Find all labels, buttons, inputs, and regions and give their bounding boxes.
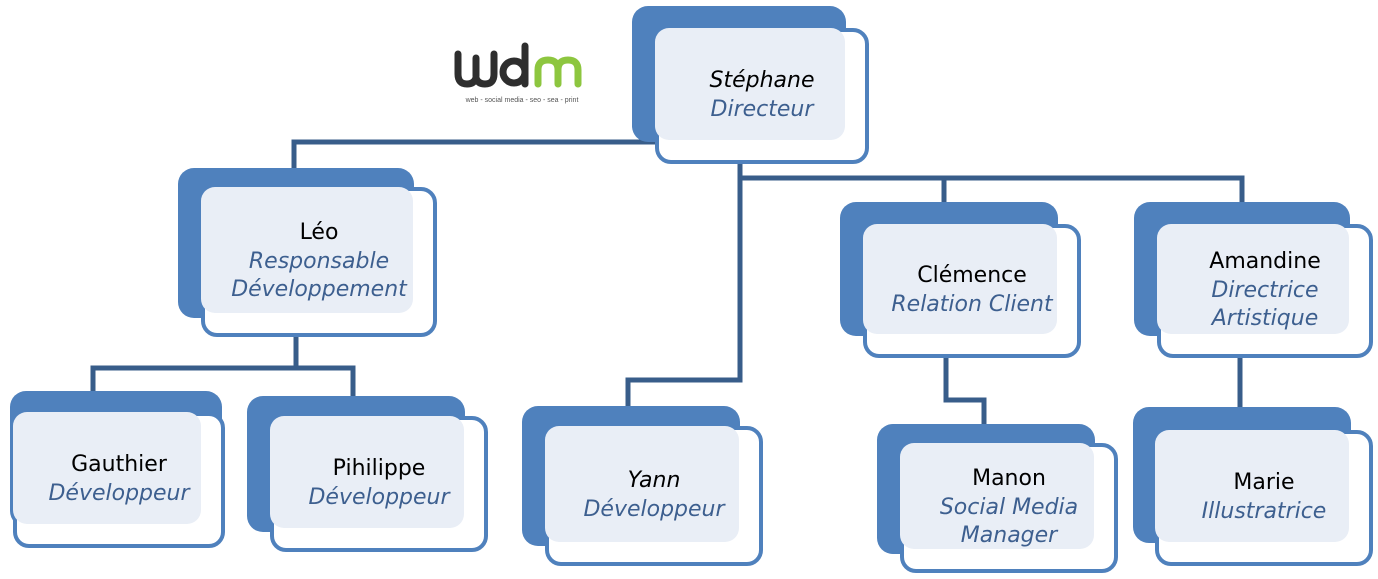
person-name: Stéphane xyxy=(709,68,815,94)
connector-stephane-leo xyxy=(291,139,740,168)
logo-m-mark xyxy=(534,56,582,88)
person-role: Responsable Développement xyxy=(231,248,407,303)
person-role: Illustratrice xyxy=(1201,499,1327,524)
wdm-logo: web - social media - seo - sea - print xyxy=(452,40,592,110)
logo-tagline: web - social media - seo - sea - print xyxy=(465,97,579,104)
person-name: Clémence xyxy=(917,263,1027,289)
person-role: Social Media Manager xyxy=(939,494,1079,549)
person-role: Développeur xyxy=(308,485,450,510)
person-name: Pihilippe xyxy=(332,456,426,482)
person-name: Manon xyxy=(972,466,1046,492)
person-name: Gauthier xyxy=(71,452,167,478)
person-role: Développeur xyxy=(48,481,190,506)
person-role: Directrice Artistique xyxy=(1211,277,1319,332)
person-name: Amandine xyxy=(1209,249,1321,275)
person-name: Yann xyxy=(627,468,681,494)
connector-leo-pihilippe xyxy=(296,365,356,396)
connector-stephane-yann xyxy=(625,142,743,406)
connector-stephane-amandine xyxy=(740,175,1245,202)
connector-leo-gauthier xyxy=(90,337,299,391)
person-name: Léo xyxy=(299,220,339,246)
person-name: Marie xyxy=(1233,470,1295,496)
person-role: Relation Client xyxy=(891,292,1053,317)
person-role: Directeur xyxy=(710,97,814,122)
connector-clemence-manon xyxy=(943,356,987,424)
person-role: Développeur xyxy=(583,497,725,522)
